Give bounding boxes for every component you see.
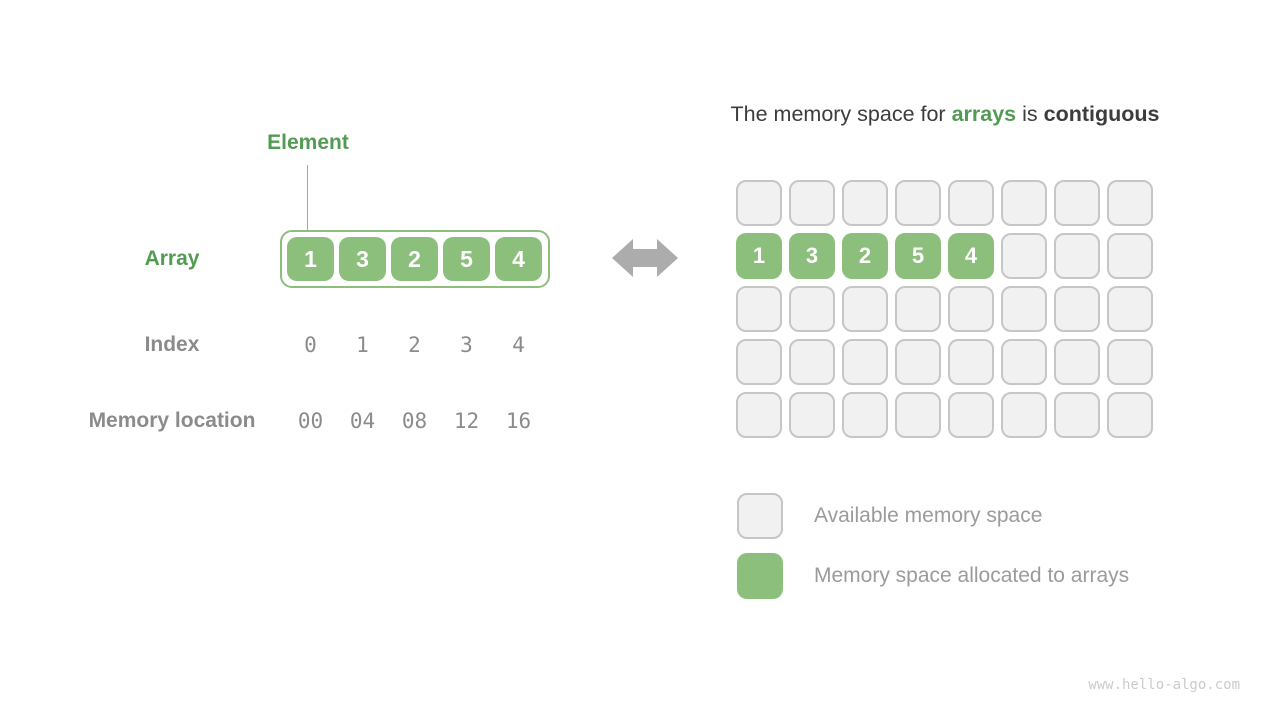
memory-cell-allocated: 4	[948, 233, 994, 279]
memory-location-value: 08	[401, 409, 428, 433]
legend-item-allocated: Memory space allocated to arrays	[737, 553, 1129, 599]
memory-cell-available	[789, 339, 835, 385]
memory-cell-available	[842, 392, 888, 438]
memory-cell-available	[736, 392, 782, 438]
memory-cell-available	[895, 286, 941, 332]
memory-cell-available	[736, 180, 782, 226]
memory-cell-available	[736, 339, 782, 385]
diagram-title: The memory space for arrays is contiguou…	[640, 102, 1250, 127]
memory-cell-available	[948, 339, 994, 385]
memory-cell-available	[1107, 392, 1153, 438]
index-value: 4	[512, 333, 525, 357]
title-arrays-highlight: arrays	[951, 102, 1017, 126]
index-values: 0 1 2 3 4	[287, 333, 542, 357]
array-element-cell: 2	[391, 237, 438, 281]
watermark: www.hello-algo.com	[1088, 677, 1240, 693]
memory-cell-available	[948, 286, 994, 332]
array-element-cell: 5	[443, 237, 490, 281]
memory-cell-available	[1054, 286, 1100, 332]
legend-swatch-available	[737, 493, 783, 539]
memory-cell-available	[1001, 180, 1047, 226]
array-element-cell: 3	[339, 237, 386, 281]
memory-cell-available	[895, 392, 941, 438]
legend-item-available: Available memory space	[737, 493, 1129, 539]
memory-location-value: 00	[297, 409, 324, 433]
memory-cell-available	[789, 286, 835, 332]
index-label: Index	[144, 333, 200, 356]
memory-cell-available	[1054, 233, 1100, 279]
memory-cell-allocated: 1	[736, 233, 782, 279]
title-contiguous: contiguous	[1043, 102, 1160, 126]
memory-location-value: 12	[453, 409, 480, 433]
memory-cell-available	[842, 180, 888, 226]
element-label: Element	[267, 131, 349, 154]
array-element-cell: 4	[495, 237, 542, 281]
memory-cell-available	[1107, 339, 1153, 385]
legend-label: Available memory space	[814, 504, 1043, 527]
index-value: 2	[408, 333, 421, 357]
memory-cell-available	[895, 339, 941, 385]
memory-cell-available	[789, 180, 835, 226]
memory-cell-available	[1054, 339, 1100, 385]
memory-cell-available	[1001, 339, 1047, 385]
memory-cell-allocated: 5	[895, 233, 941, 279]
memory-cell-available	[1054, 180, 1100, 226]
memory-cell-available	[1054, 392, 1100, 438]
memory-cell-available	[1107, 233, 1153, 279]
memory-cell-allocated: 3	[789, 233, 835, 279]
memory-cell-available	[1107, 180, 1153, 226]
memory-cell-available	[948, 180, 994, 226]
double-headed-arrow-icon	[612, 239, 678, 277]
index-value: 1	[356, 333, 369, 357]
memory-cell-available	[842, 339, 888, 385]
memory-cell-available	[1001, 392, 1047, 438]
memory-cell-available	[1107, 286, 1153, 332]
memory-location-value: 16	[505, 409, 532, 433]
memory-cell-available	[948, 392, 994, 438]
memory-location-label: Memory location	[88, 409, 256, 432]
memory-cell-allocated: 2	[842, 233, 888, 279]
array-label: Array	[144, 247, 200, 270]
memory-location-value: 04	[349, 409, 376, 433]
index-value: 3	[460, 333, 473, 357]
memory-cell-available	[1001, 286, 1047, 332]
legend-label: Memory space allocated to arrays	[814, 564, 1130, 587]
memory-location-values: 00 04 08 12 16	[287, 409, 542, 433]
element-pointer-line	[307, 165, 308, 231]
memory-cell-available	[895, 180, 941, 226]
title-part2: is	[1016, 102, 1044, 126]
memory-cell-available	[1001, 233, 1047, 279]
memory-cell-available	[789, 392, 835, 438]
index-value: 0	[304, 333, 317, 357]
memory-cell-available	[842, 286, 888, 332]
memory-cell-available	[736, 286, 782, 332]
title-part1: The memory space for	[730, 102, 952, 126]
array-element-cell: 1	[287, 237, 334, 281]
legend-swatch-allocated	[737, 553, 783, 599]
